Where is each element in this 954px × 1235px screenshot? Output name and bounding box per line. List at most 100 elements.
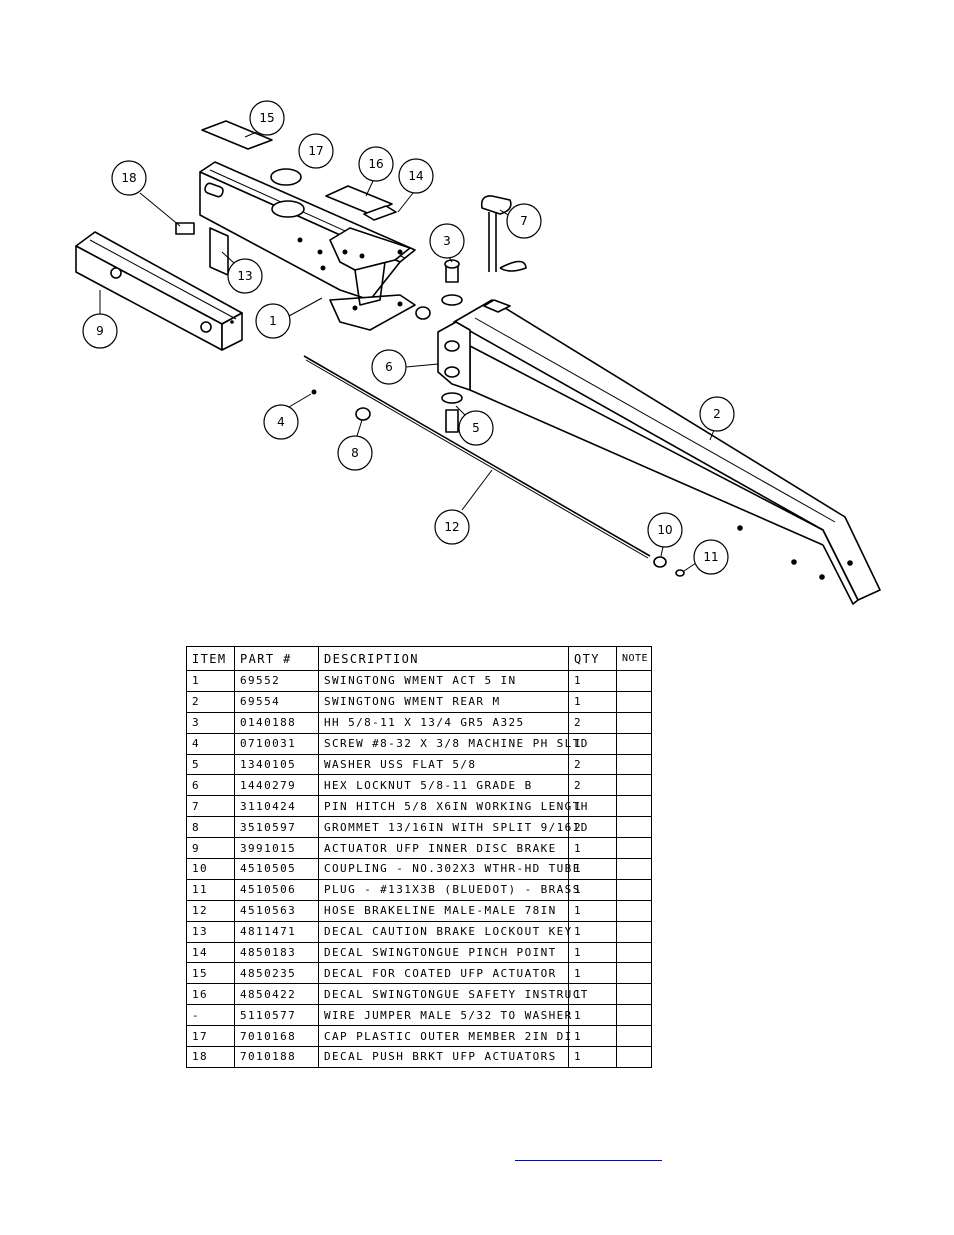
cell-qty: 2: [568, 774, 617, 797]
cell-item: 13: [186, 920, 235, 943]
cell-description: SCREW #8-32 X 3/8 MACHINE PH SLTD: [318, 732, 587, 755]
callout-label: 5: [472, 421, 480, 435]
decal-13: [209, 227, 229, 276]
cell-qty: 1: [568, 962, 617, 985]
decal-14: [363, 205, 397, 221]
callout-16: 16: [358, 146, 394, 182]
cell-qty: 1: [568, 1025, 617, 1048]
callout-label: 10: [657, 523, 672, 537]
cell-description: WIRE JUMPER MALE 5/32 TO WASHER: [318, 1004, 571, 1027]
cell-description: DECAL PUSH BRKT UFP ACTUATORS: [318, 1046, 569, 1068]
cell-part-number: 4510506: [234, 878, 319, 901]
cell-item: 4: [186, 732, 235, 755]
cell-qty: 1: [568, 858, 617, 880]
cell-part-number: 69552: [234, 670, 319, 692]
cell-part-number: 69554: [234, 690, 319, 713]
callout-label: 18: [121, 171, 136, 185]
cell-item: 5: [186, 753, 235, 776]
cell-qty: 1: [568, 670, 617, 692]
cell-part-number: 4811471: [234, 920, 319, 943]
cell-description: HEX LOCKNUT 5/8-11 GRADE B: [318, 774, 569, 797]
callout-8: 8: [337, 435, 373, 471]
cell-part-number: 4850422: [234, 983, 319, 1006]
callout-1: 1: [255, 303, 291, 339]
callout-17: 17: [298, 133, 334, 169]
callout-12: 12: [434, 509, 470, 545]
callout-label: 8: [351, 446, 359, 460]
cell-part-number: 4850235: [234, 962, 319, 985]
cell-qty: 2: [568, 816, 617, 839]
header-note: NOTE: [616, 646, 652, 671]
cell-note: [616, 858, 652, 880]
cell-qty: 2: [568, 753, 617, 776]
cell-part-number: 3110424: [234, 795, 319, 818]
cell-part-number: 7010168: [234, 1025, 319, 1048]
hyperlink-underline[interactable]: [515, 1148, 662, 1161]
part-rear-bracket: [437, 321, 471, 391]
callout-label: 2: [713, 407, 721, 421]
part-hitch-pin: [480, 195, 527, 272]
cell-item: 11: [186, 878, 235, 901]
cell-item: 9: [186, 837, 235, 860]
callout-3: 3: [429, 223, 465, 259]
cell-qty: 1: [568, 878, 617, 901]
callout-label: 7: [520, 214, 528, 228]
decal-15: [201, 120, 273, 150]
cell-note: [616, 1025, 652, 1048]
cell-note: [616, 670, 652, 692]
cell-part-number: 4510563: [234, 899, 319, 922]
callout-label: 17: [308, 144, 323, 158]
cell-description: WASHER USS FLAT 5/8: [318, 753, 569, 776]
cell-note: [616, 732, 652, 755]
cell-item: 7: [186, 795, 235, 818]
cell-item: 18: [186, 1046, 235, 1068]
part-bolts-washers: [311, 259, 685, 577]
callout-label: 1: [269, 314, 277, 328]
callout-10: 10: [647, 512, 683, 548]
cell-description: HH 5/8-11 X 13/4 GR5 A325: [318, 711, 569, 734]
cell-qty: 1: [568, 690, 617, 713]
cell-note: [616, 899, 652, 922]
cell-description: PIN HITCH 5/8 X6IN WORKING LENGTH: [318, 795, 587, 818]
header-part-number: PART #: [234, 646, 319, 671]
cell-item: 15: [186, 962, 235, 985]
decal-16: [325, 185, 393, 215]
cell-note: [616, 774, 652, 797]
table-header-row: ITEM PART # DESCRIPTION QTY NOTE: [186, 646, 652, 671]
cell-description: GROMMET 13/16IN WITH SPLIT 9/16ID: [318, 816, 587, 839]
cell-note: [616, 878, 652, 901]
callout-label: 16: [368, 157, 383, 171]
part-brake-hose: [303, 355, 651, 559]
cell-item: 16: [186, 983, 235, 1006]
cell-description: DECAL SWINGTONGUE PINCH POINT: [318, 941, 569, 964]
callout-5: 5: [458, 410, 494, 446]
callout-label: 3: [443, 234, 451, 248]
cell-description: COUPLING - NO.302X3 WTHR-HD TUBE: [318, 858, 579, 880]
cell-description: HOSE BRAKELINE MALE-MALE 78IN: [318, 899, 569, 922]
header-item: ITEM: [186, 646, 235, 671]
callout-label: 15: [259, 111, 274, 125]
callout-7: 7: [506, 203, 542, 239]
cell-item: 17: [186, 1025, 235, 1048]
cell-item: 2: [186, 690, 235, 713]
cell-note: [616, 920, 652, 943]
callout-18: 18: [111, 160, 147, 196]
decals: [175, 120, 397, 276]
cell-part-number: 0710031: [234, 732, 319, 755]
